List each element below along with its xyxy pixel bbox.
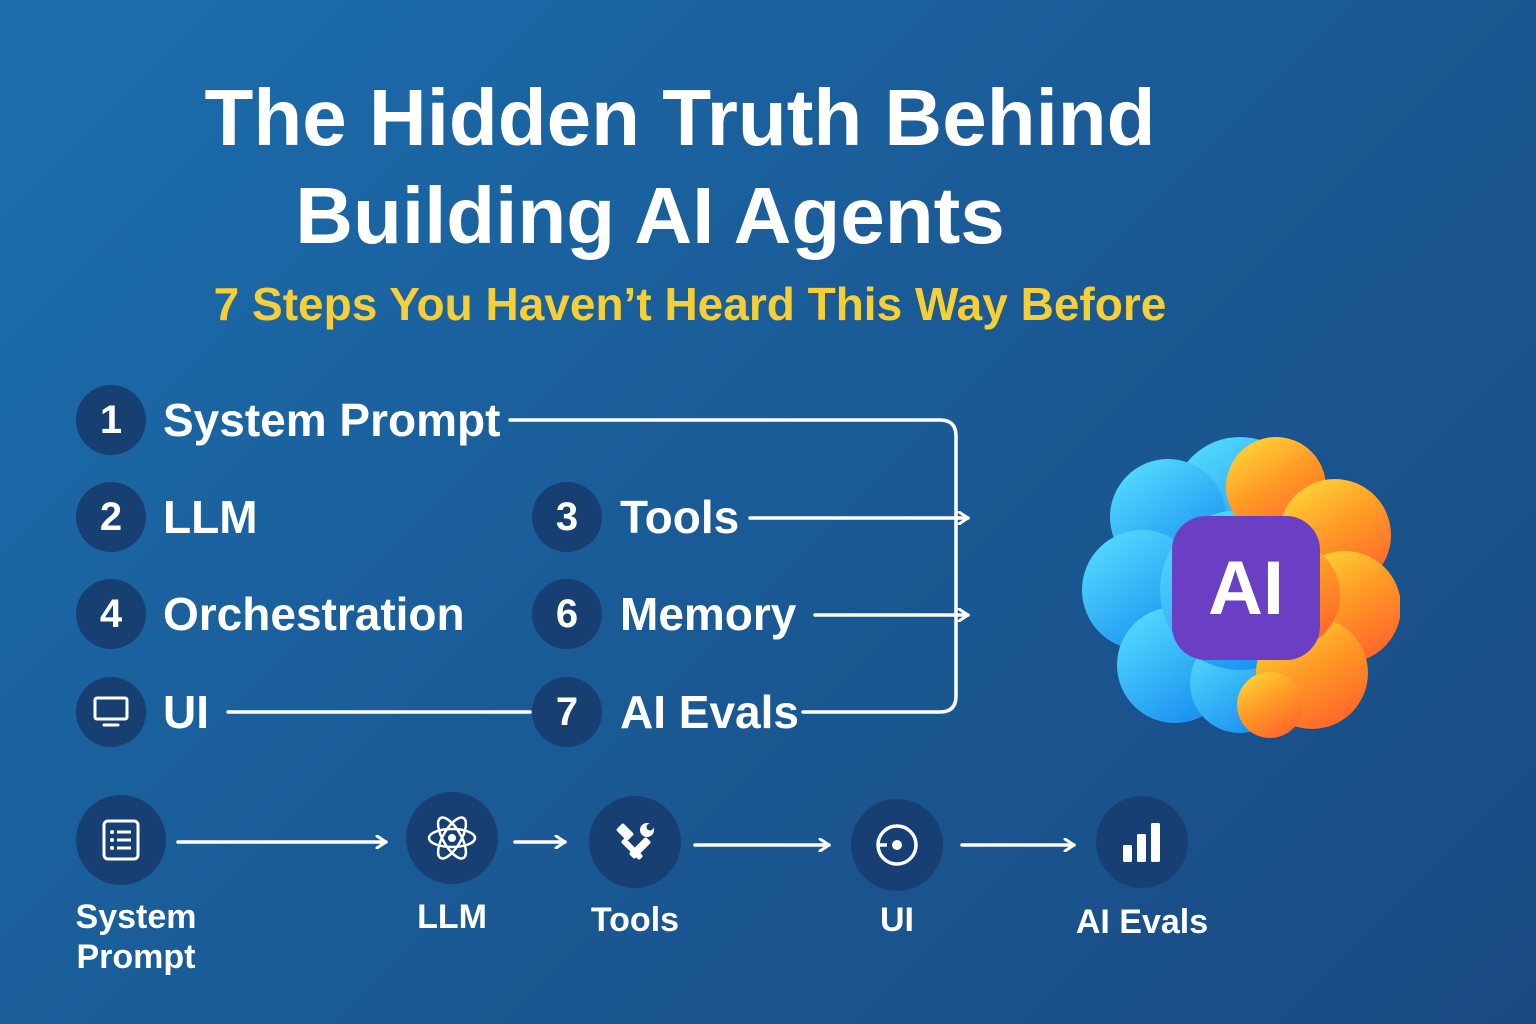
step-badge-1: 1: [76, 385, 146, 455]
flow-node-ai-evals: [1096, 796, 1188, 888]
step-badge-4: 4: [76, 579, 146, 649]
step-badge-2: 2: [76, 482, 146, 552]
flow-node-llm: [406, 792, 498, 884]
subtitle: 7 Steps You Haven’t Heard This Way Befor…: [213, 278, 1167, 330]
step-label-orchestration: Orchestration: [163, 588, 465, 640]
flow-label-system-prompt: System Prompt: [75, 898, 197, 976]
connector-system-prompt: [508, 418, 958, 714]
bar-chart-icon: [1123, 823, 1160, 862]
step-label-ui: UI: [163, 686, 209, 738]
flow-label-llm: LLM: [417, 898, 487, 936]
target-circle-icon: [876, 824, 918, 866]
atom-icon: [427, 816, 477, 860]
step-badge-3: 3: [532, 482, 602, 552]
flow-node-tools: [589, 796, 681, 888]
document-list-icon: [102, 819, 140, 861]
ai-brain-cloud-icon: [1082, 437, 1400, 738]
flow-label-tools: Tools: [590, 901, 680, 939]
step-label-tools: Tools: [620, 491, 740, 543]
title-line-1: The Hidden Truth Behind: [204, 73, 1156, 162]
flow-label-ui: UI: [880, 901, 914, 939]
step-label-llm: LLM: [163, 491, 258, 543]
step-label-ai-evals: AI Evals: [620, 686, 799, 738]
step-label-memory: Memory: [620, 588, 797, 640]
step-badge-6: 6: [532, 579, 602, 649]
step-badge-ui: [76, 677, 146, 747]
hammer-wrench-icon: [616, 823, 654, 860]
flow-node-system-prompt: [76, 795, 166, 885]
monitor-icon: [93, 696, 129, 727]
ai-logo-text: AI: [1208, 545, 1284, 631]
flow-node-ui: [851, 799, 943, 891]
title-line-2: Building AI Agents: [295, 171, 1005, 260]
step-badge-7: 7: [532, 677, 602, 747]
step-label-system-prompt: System Prompt: [163, 394, 501, 446]
flow-label-ai-evals: AI Evals: [1075, 903, 1209, 941]
